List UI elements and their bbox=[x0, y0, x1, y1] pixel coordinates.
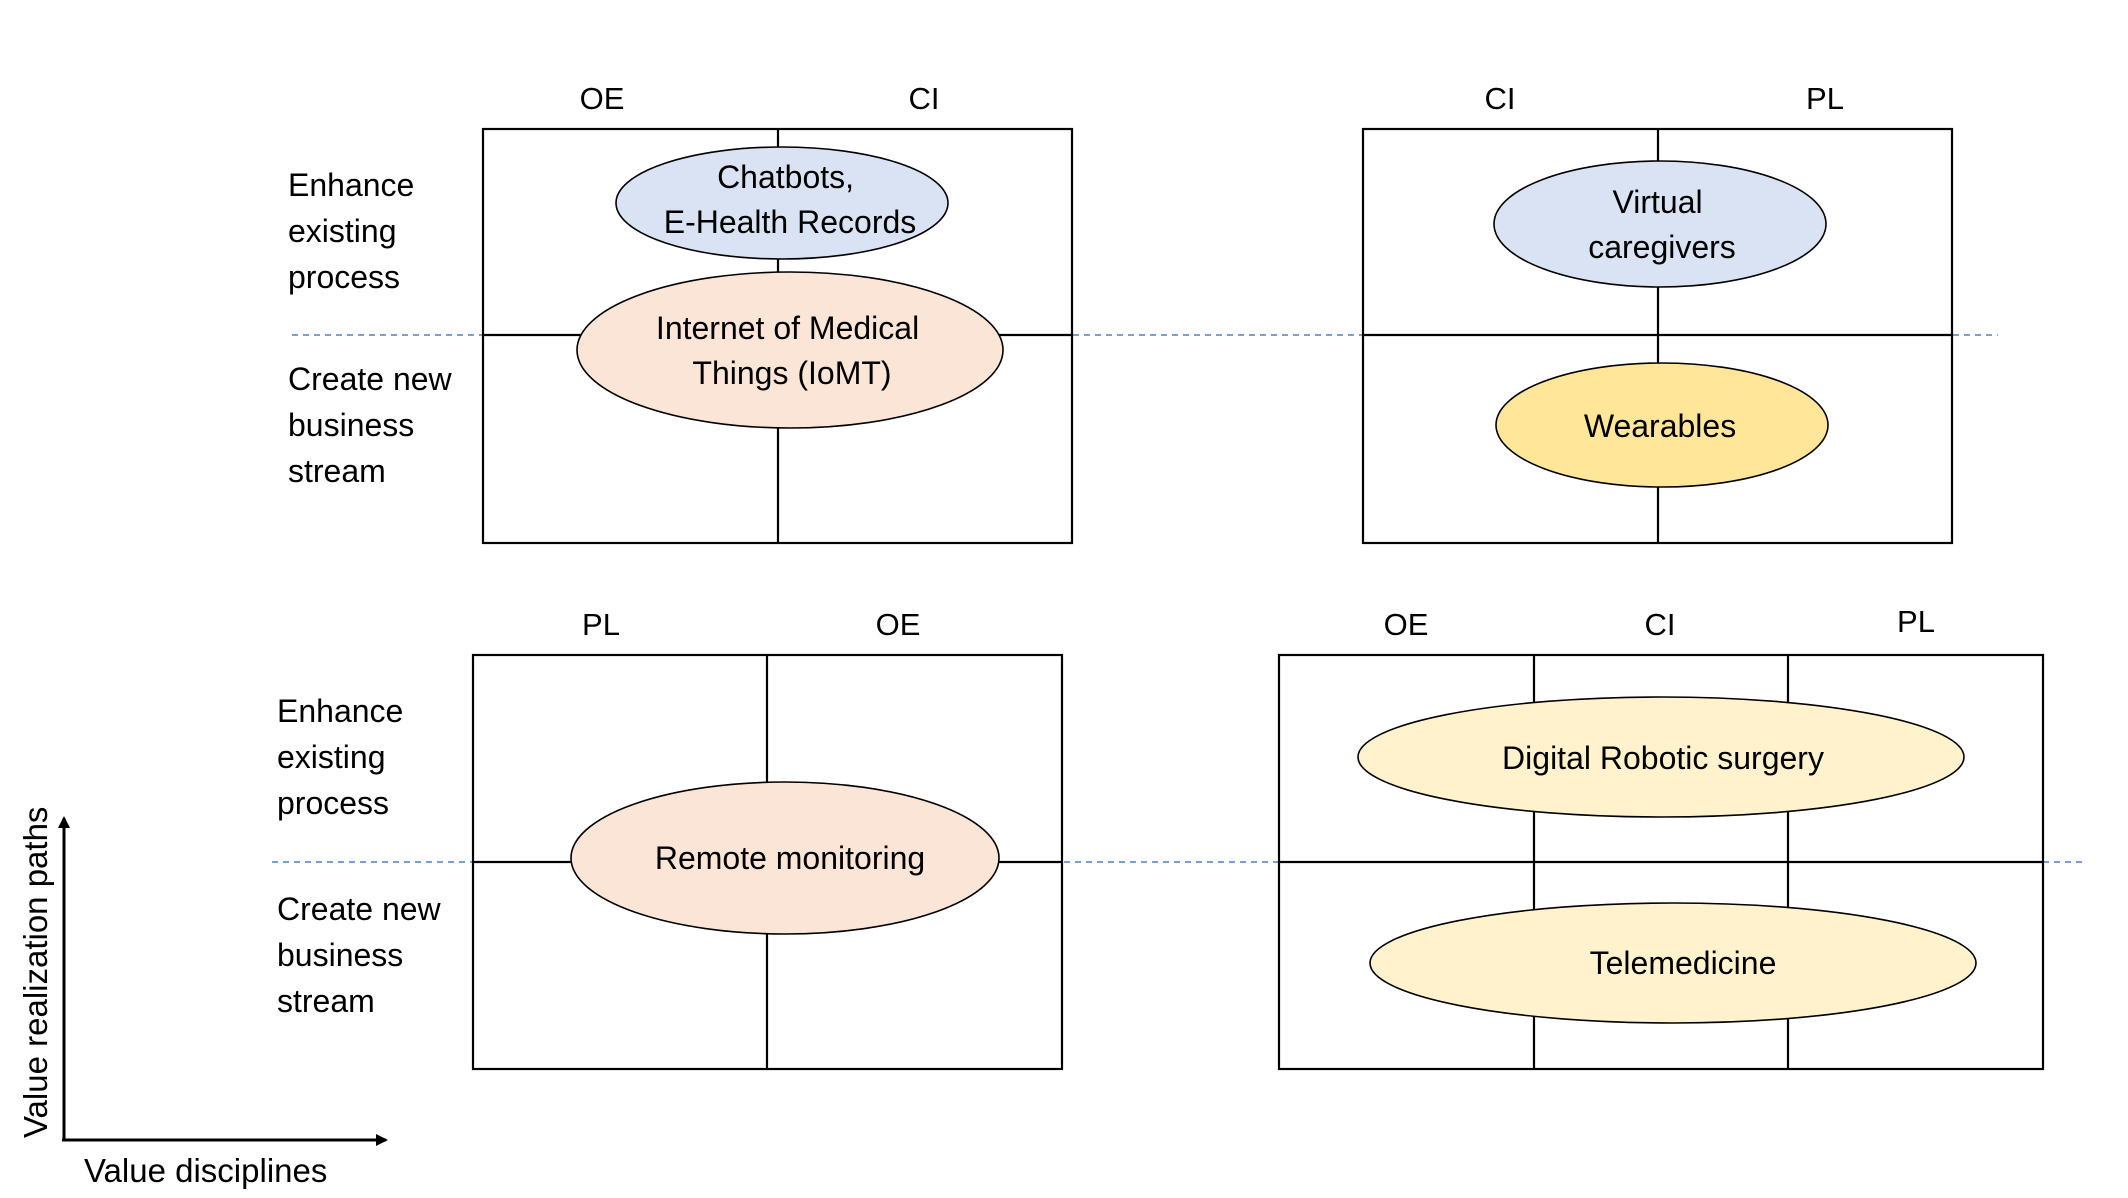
row-label-create-bottom: Create new business stream bbox=[277, 891, 450, 1019]
ellipse-remote-monitoring bbox=[570, 781, 1000, 935]
column-label: PL bbox=[1897, 604, 1935, 639]
column-label: OE bbox=[1384, 607, 1429, 642]
ellipse-chatbots-ehealth bbox=[615, 146, 949, 260]
ellipse-digital-robotic-surgery bbox=[1357, 696, 1965, 818]
y-axis-label: Value realization paths bbox=[17, 807, 54, 1138]
ellipse-virtual-caregivers bbox=[1493, 160, 1827, 288]
ellipse-label-digital-robotic-surgery: Digital Robotic surgery bbox=[1502, 740, 1824, 776]
ellipse-label-virtual-caregivers: Virtual caregivers bbox=[1588, 184, 1736, 265]
column-label: PL bbox=[1806, 81, 1844, 116]
row-labels-bottom: Enhance existing process Create new busi… bbox=[277, 693, 450, 1019]
panel-bottom-right: OE CI PL Digital Robotic surgery Telemed… bbox=[1277, 604, 2045, 1071]
column-label: CI bbox=[1645, 607, 1676, 642]
column-label: CI bbox=[909, 81, 940, 116]
axes: Value disciplines Value realization path… bbox=[17, 807, 388, 1189]
panel-top-right: CI PL Virtual caregivers Wearables bbox=[1361, 81, 1954, 545]
ellipse-label-chatbots-ehealth: Chatbots, E-Health Records bbox=[664, 159, 917, 240]
column-label: CI bbox=[1485, 81, 1516, 116]
row-label-enhance-bottom: Enhance existing process bbox=[277, 693, 412, 821]
ellipse-label-wearables: Wearables bbox=[1584, 408, 1736, 444]
row-label-create-top: Create new business stream bbox=[288, 361, 461, 489]
column-label: PL bbox=[582, 607, 620, 642]
column-label: OE bbox=[580, 81, 625, 116]
row-labels-top: Enhance existing process Create new busi… bbox=[288, 167, 461, 489]
panel-bottom-left: PL OE Remote monitoring bbox=[471, 607, 1064, 1071]
ellipse-label-iomt: Internet of Medical Things (IoMT) bbox=[656, 310, 928, 391]
ellipse-label-telemedicine: Telemedicine bbox=[1590, 945, 1777, 981]
panel-top-left: OE CI Chatbots, E-Health Records Interne… bbox=[481, 81, 1074, 545]
ellipse-telemedicine bbox=[1369, 902, 1977, 1024]
x-axis-label: Value disciplines bbox=[84, 1152, 327, 1189]
ellipse-label-remote-monitoring: Remote monitoring bbox=[655, 840, 925, 876]
column-label: OE bbox=[876, 607, 921, 642]
ellipse-wearables bbox=[1495, 362, 1829, 488]
ellipse-iomt bbox=[576, 271, 1004, 429]
row-label-enhance-top: Enhance existing process bbox=[288, 167, 423, 295]
